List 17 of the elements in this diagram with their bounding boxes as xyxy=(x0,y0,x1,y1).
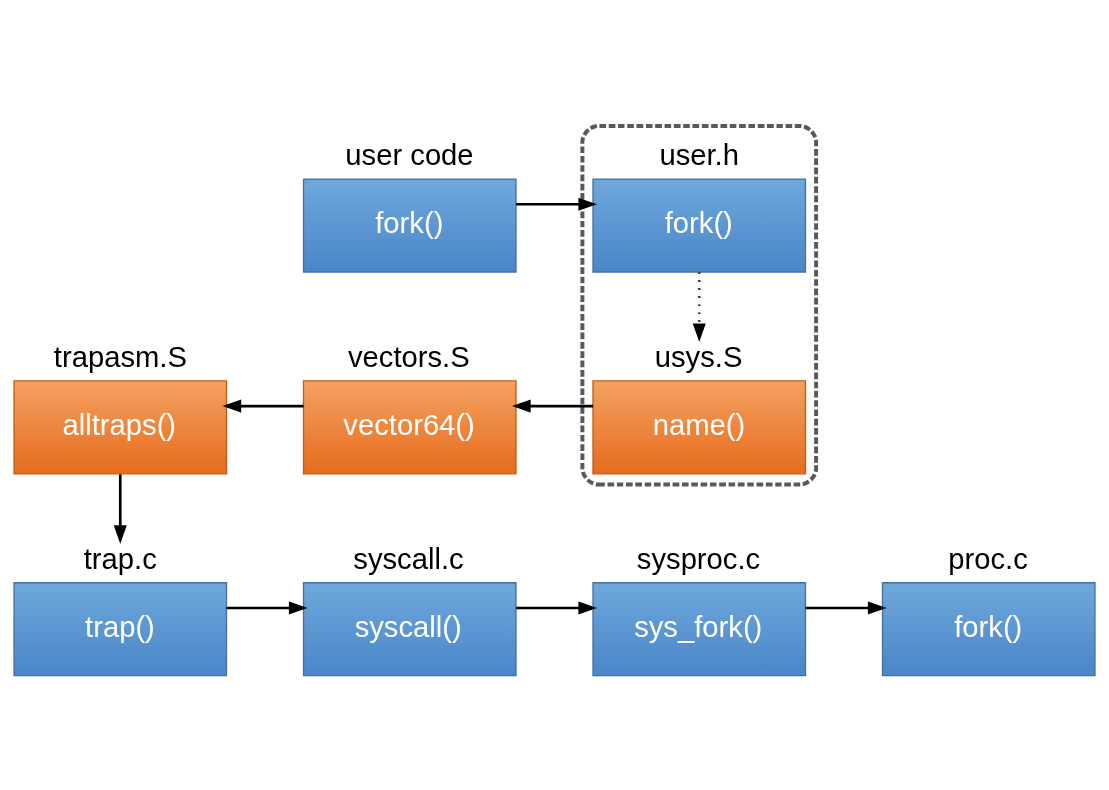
arrow xyxy=(512,399,593,413)
arrow xyxy=(805,600,887,614)
arrow xyxy=(516,197,597,211)
node-label: syscall.c xyxy=(353,542,464,575)
arrow xyxy=(222,399,304,413)
arrow xyxy=(226,600,308,614)
arrow xyxy=(113,473,127,544)
node-label: usys.S xyxy=(654,340,743,373)
node-label: user code xyxy=(345,138,474,171)
arrow xyxy=(516,600,597,614)
arrow xyxy=(692,272,706,342)
node-label: trap.c xyxy=(83,542,157,575)
node-label: proc.c xyxy=(948,542,1028,575)
node-label: trapasm.S xyxy=(53,340,187,373)
node-label: vectors.S xyxy=(348,340,470,373)
node-label: user.h xyxy=(659,138,739,171)
node-label: sysproc.c xyxy=(636,542,761,575)
